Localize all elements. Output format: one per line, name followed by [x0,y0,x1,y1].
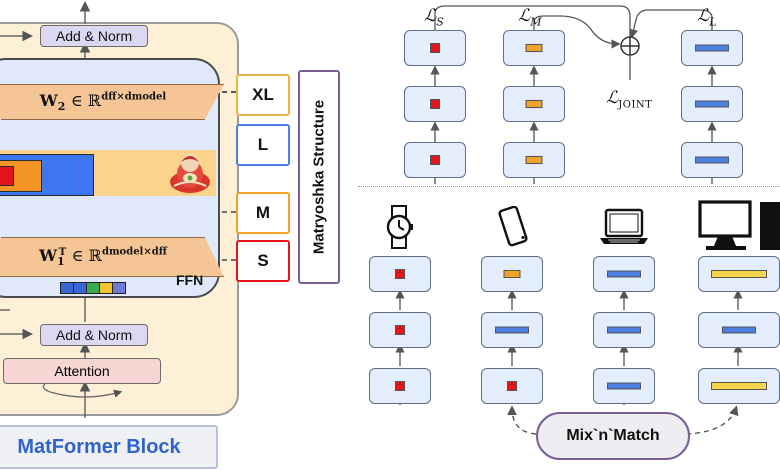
phone-block-2 [481,312,543,348]
loss-m-label: ℒM [518,6,542,29]
size-l-box: L [236,124,290,166]
matryoshka-structure-label: Matryoshka Structure [310,99,328,255]
train-s-block-2 [404,86,466,122]
loss-s-label: ℒS [424,6,444,29]
watch-block-1 [369,368,431,404]
w2-sub: 2 [57,100,66,114]
laptop-icon [600,208,648,244]
w1-sup: dmodel×dff [101,246,167,258]
train-m-block-1 [503,142,565,178]
phone-icon [498,206,528,247]
size-m-box: M [236,192,290,234]
train-l-block-1 [681,142,743,178]
w1-matrix: W1T ∈ ℝdmodel×dff [0,237,224,277]
watch-block-3 [369,256,431,292]
section-divider [358,186,780,187]
matryoshka-structure-box: Matryoshka Structure [298,70,340,284]
laptop-block-3 [593,256,655,292]
train-l-block-2 [681,86,743,122]
watch-icon [386,205,413,249]
w2-sup: dff×dmodel [101,91,167,103]
size-s-box: S [236,240,290,282]
train-s-block-1 [404,142,466,178]
watch-block-2 [369,312,431,348]
ffn-label: FFN [176,272,204,288]
laptop-block-2 [593,312,655,348]
monitor-block-3 [698,256,780,292]
w2-main: W [39,90,58,110]
w1-sub: 1 [57,255,65,269]
add-norm-bottom: Add & Norm [40,324,148,346]
monitor-block-2 [698,312,780,348]
slice-s [0,166,14,186]
w1-sup-t: T [58,246,67,258]
train-m-block-3 [503,30,565,66]
mix-n-match-box: Mix`n`Match [536,412,690,460]
monitor-block-1 [698,368,780,404]
phone-block-1 [481,368,543,404]
train-m-block-2 [503,86,565,122]
w2-rest: ∈ ℝ [70,90,102,110]
w1-rest: ∈ ℝ [71,245,102,265]
matformer-block-caption: MatFormer Block [0,425,218,469]
input-embedding-strip [60,282,126,294]
train-s-block-3 [404,30,466,66]
loss-joint-label: ℒJOINT [606,88,653,111]
matryoshka-doll-icon [170,154,210,193]
attention-box: Attention [3,358,161,384]
monitor-icon [698,200,780,250]
phone-block-3 [481,256,543,292]
w2-matrix: W2 ∈ ℝdff×dmodel [0,84,224,120]
size-xl-box: XL [236,74,290,116]
laptop-block-1 [593,368,655,404]
train-l-block-3 [681,30,743,66]
loss-l-label: ℒL [697,6,717,29]
add-norm-top: Add & Norm [40,25,148,47]
w1-main: W [39,245,58,265]
